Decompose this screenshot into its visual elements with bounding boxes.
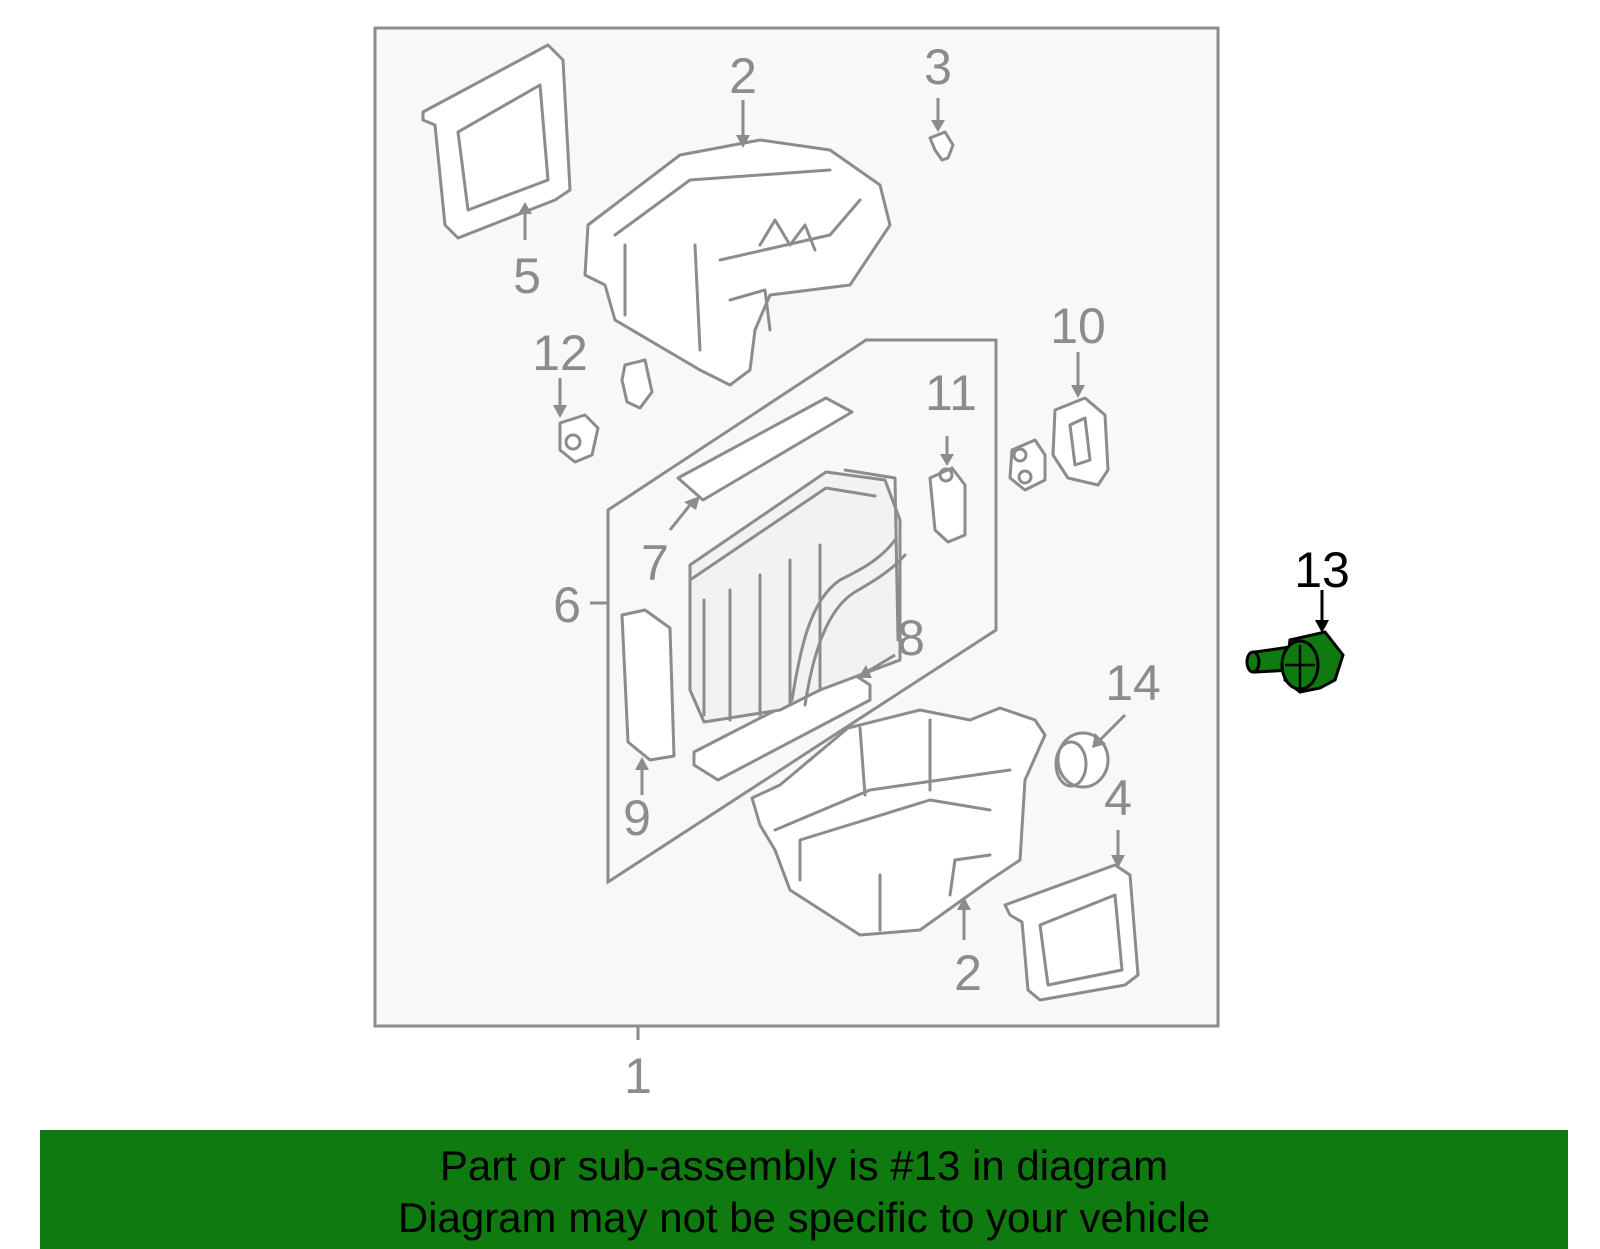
banner-line-2: Diagram may not be specific to your vehi… — [397, 1194, 1211, 1241]
part-13-highlight[interactable] — [1245, 630, 1345, 694]
part-2-upper-housing[interactable] — [583, 138, 892, 387]
callout-4: 4 — [1104, 770, 1132, 826]
callout-3: 3 — [924, 39, 952, 95]
grommet[interactable] — [620, 358, 654, 410]
callout-14: 14 — [1105, 655, 1161, 711]
callout-5: 5 — [513, 248, 541, 304]
subassembly-frame — [606, 338, 998, 885]
part-4-frame[interactable] — [1003, 863, 1140, 1002]
callout-6: 6 — [553, 577, 581, 633]
callout-11: 11 — [925, 365, 977, 421]
callout-7: 7 — [641, 535, 669, 591]
callout-13: 13 — [1294, 542, 1350, 598]
part-2-lower-housing[interactable] — [750, 706, 1047, 937]
part-5-frame[interactable] — [421, 43, 572, 240]
callout-2b: 2 — [954, 945, 982, 1001]
seal-plate[interactable] — [1008, 438, 1047, 492]
part-6-evaporator[interactable] — [688, 468, 907, 724]
leader-lines — [518, 98, 1329, 1040]
banner-line-1: Part or sub-assembly is #13 in diagram — [439, 1142, 1169, 1189]
part-3-clip[interactable] — [928, 130, 955, 162]
callout-2a: 2 — [729, 48, 757, 104]
part-11-valve[interactable] — [928, 466, 967, 544]
parts-diagram: 2 3 5 12 10 11 7 6 8 9 14 4 2 1 13 — [373, 26, 1350, 1104]
part-9-filter[interactable] — [620, 608, 676, 762]
part-7-filter[interactable] — [676, 396, 854, 502]
info-banner: Part or sub-assembly is #13 in diagram D… — [40, 1130, 1568, 1249]
part-12-connector[interactable] — [558, 413, 600, 464]
part-10-grommet[interactable] — [1051, 396, 1110, 487]
callout-10: 10 — [1050, 298, 1106, 354]
callout-12: 12 — [532, 325, 588, 381]
callout-9: 9 — [623, 790, 651, 846]
callout-1: 1 — [624, 1048, 652, 1104]
callout-8: 8 — [897, 610, 925, 666]
